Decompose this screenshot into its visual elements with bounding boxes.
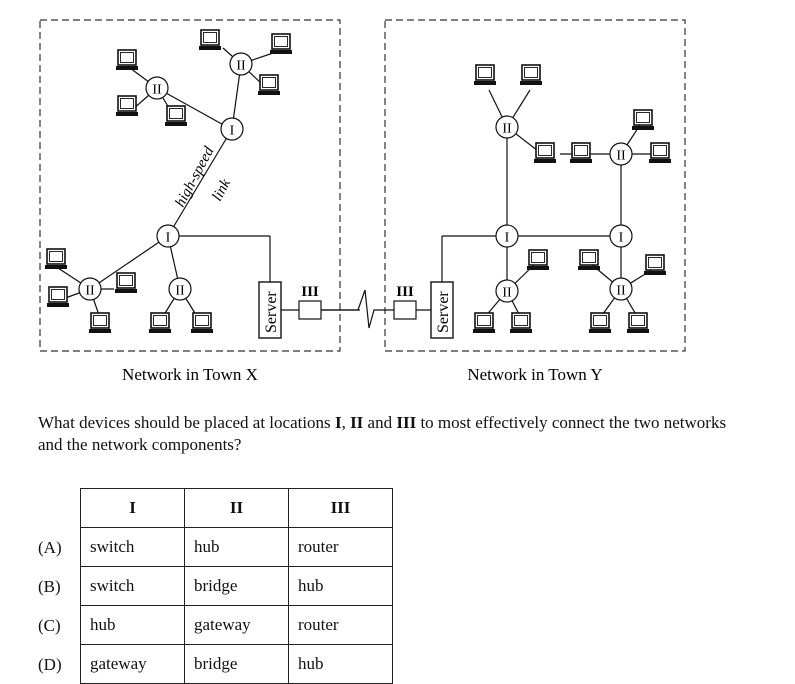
table-cell: router [288,605,393,645]
computer-icon [509,312,533,334]
computer-icon [569,142,593,164]
network-diagram: II II I I II II high-speed link Server I… [39,19,686,384]
table-cell: router [288,527,393,567]
table-cell: hub [288,566,393,606]
table-cell: bridge [184,644,289,684]
node-y-i-right: I [609,224,633,248]
table-header-row: I II III [80,488,393,528]
node-y-i-left: I [495,224,519,248]
high-speed-label: high-speed [172,144,217,210]
link-label: link [209,176,234,204]
svg-text:II: II [236,59,246,74]
node-x-i-top: I [220,117,244,141]
computer-icon [631,109,655,131]
header-i: I [80,488,185,528]
node-x-ii-lower-mid: II [168,277,192,301]
computer-icon [115,95,139,117]
node-x-ii-lower-left: II [78,277,102,301]
computer-icon [46,286,70,308]
town-x-frame [39,19,341,352]
svg-text:II: II [616,149,626,164]
caption-town-y: Network in Town Y [467,365,602,384]
computer-icon [269,33,293,55]
location-iii-y [393,300,417,320]
computer-icon [643,254,667,276]
svg-text:II: II [152,83,162,98]
node-y-ii-lower-right: II [609,277,633,301]
node-y-ii-lower-left: II [495,279,519,303]
table-cell: switch [80,527,185,567]
svg-text:II: II [502,286,512,301]
computer-icon [115,49,139,71]
header-ii: II [184,488,289,528]
svg-text:I: I [230,124,235,139]
computer-icon [198,29,222,51]
table-row: hub gateway router [80,605,393,645]
computer-icon [626,312,650,334]
location-iii-x [298,300,322,320]
svg-text:II: II [616,284,626,299]
computer-icon [148,312,172,334]
table-cell: gateway [80,644,185,684]
location-iii-y-label: III [396,284,414,300]
computer-icon [164,105,188,127]
table-cell: hub [184,527,289,567]
computer-icon [577,249,601,271]
svg-text:I: I [619,231,624,246]
node-x-ii-left: II [145,76,169,100]
computer-icon [88,312,112,334]
computer-icon [472,312,496,334]
computer-icon [190,312,214,334]
table-row: switch bridge hub [80,566,393,606]
node-x-i-bottom: I [156,224,180,248]
wan-link [321,289,394,329]
svg-text:II: II [502,122,512,137]
table-cell: bridge [184,566,289,606]
table-cell: hub [80,605,185,645]
computer-icon [473,64,497,86]
table-cell: gateway [184,605,289,645]
answer-table: I II III switch hub router switch bridge… [80,488,393,684]
computer-icon [588,312,612,334]
svg-text:I: I [505,231,510,246]
node-x-ii-top: II [229,52,253,76]
server-x: Server [258,281,282,339]
option-a-label: (A) [38,538,62,557]
option-c-label: (C) [38,616,61,635]
svg-text:II: II [85,284,95,299]
computer-icon [526,249,550,271]
option-b-label: (B) [38,577,61,596]
server-y: Server [430,281,454,339]
svg-text:Server: Server [435,291,452,333]
town-y-frame [384,19,686,352]
option-d-label: (D) [38,655,62,674]
table-row: switch hub router [80,527,393,567]
table-row: gateway bridge hub [80,644,393,684]
computer-icon [257,74,281,96]
question-text: What devices should be placed at locatio… [38,413,727,454]
table-cell: hub [288,644,393,684]
computer-icon [519,64,543,86]
header-iii: III [288,488,393,528]
computer-icon [648,142,672,164]
svg-text:I: I [166,231,171,246]
computer-icon [114,272,138,294]
table-cell: switch [80,566,185,606]
location-iii-x-label: III [301,284,319,300]
svg-text:Server: Server [263,291,280,333]
node-y-ii-right: II [609,142,633,166]
svg-text:II: II [175,284,185,299]
computer-icon [533,142,557,164]
computer-icon [44,248,68,270]
caption-town-x: Network in Town X [122,365,258,384]
node-y-ii-top: II [495,115,519,139]
